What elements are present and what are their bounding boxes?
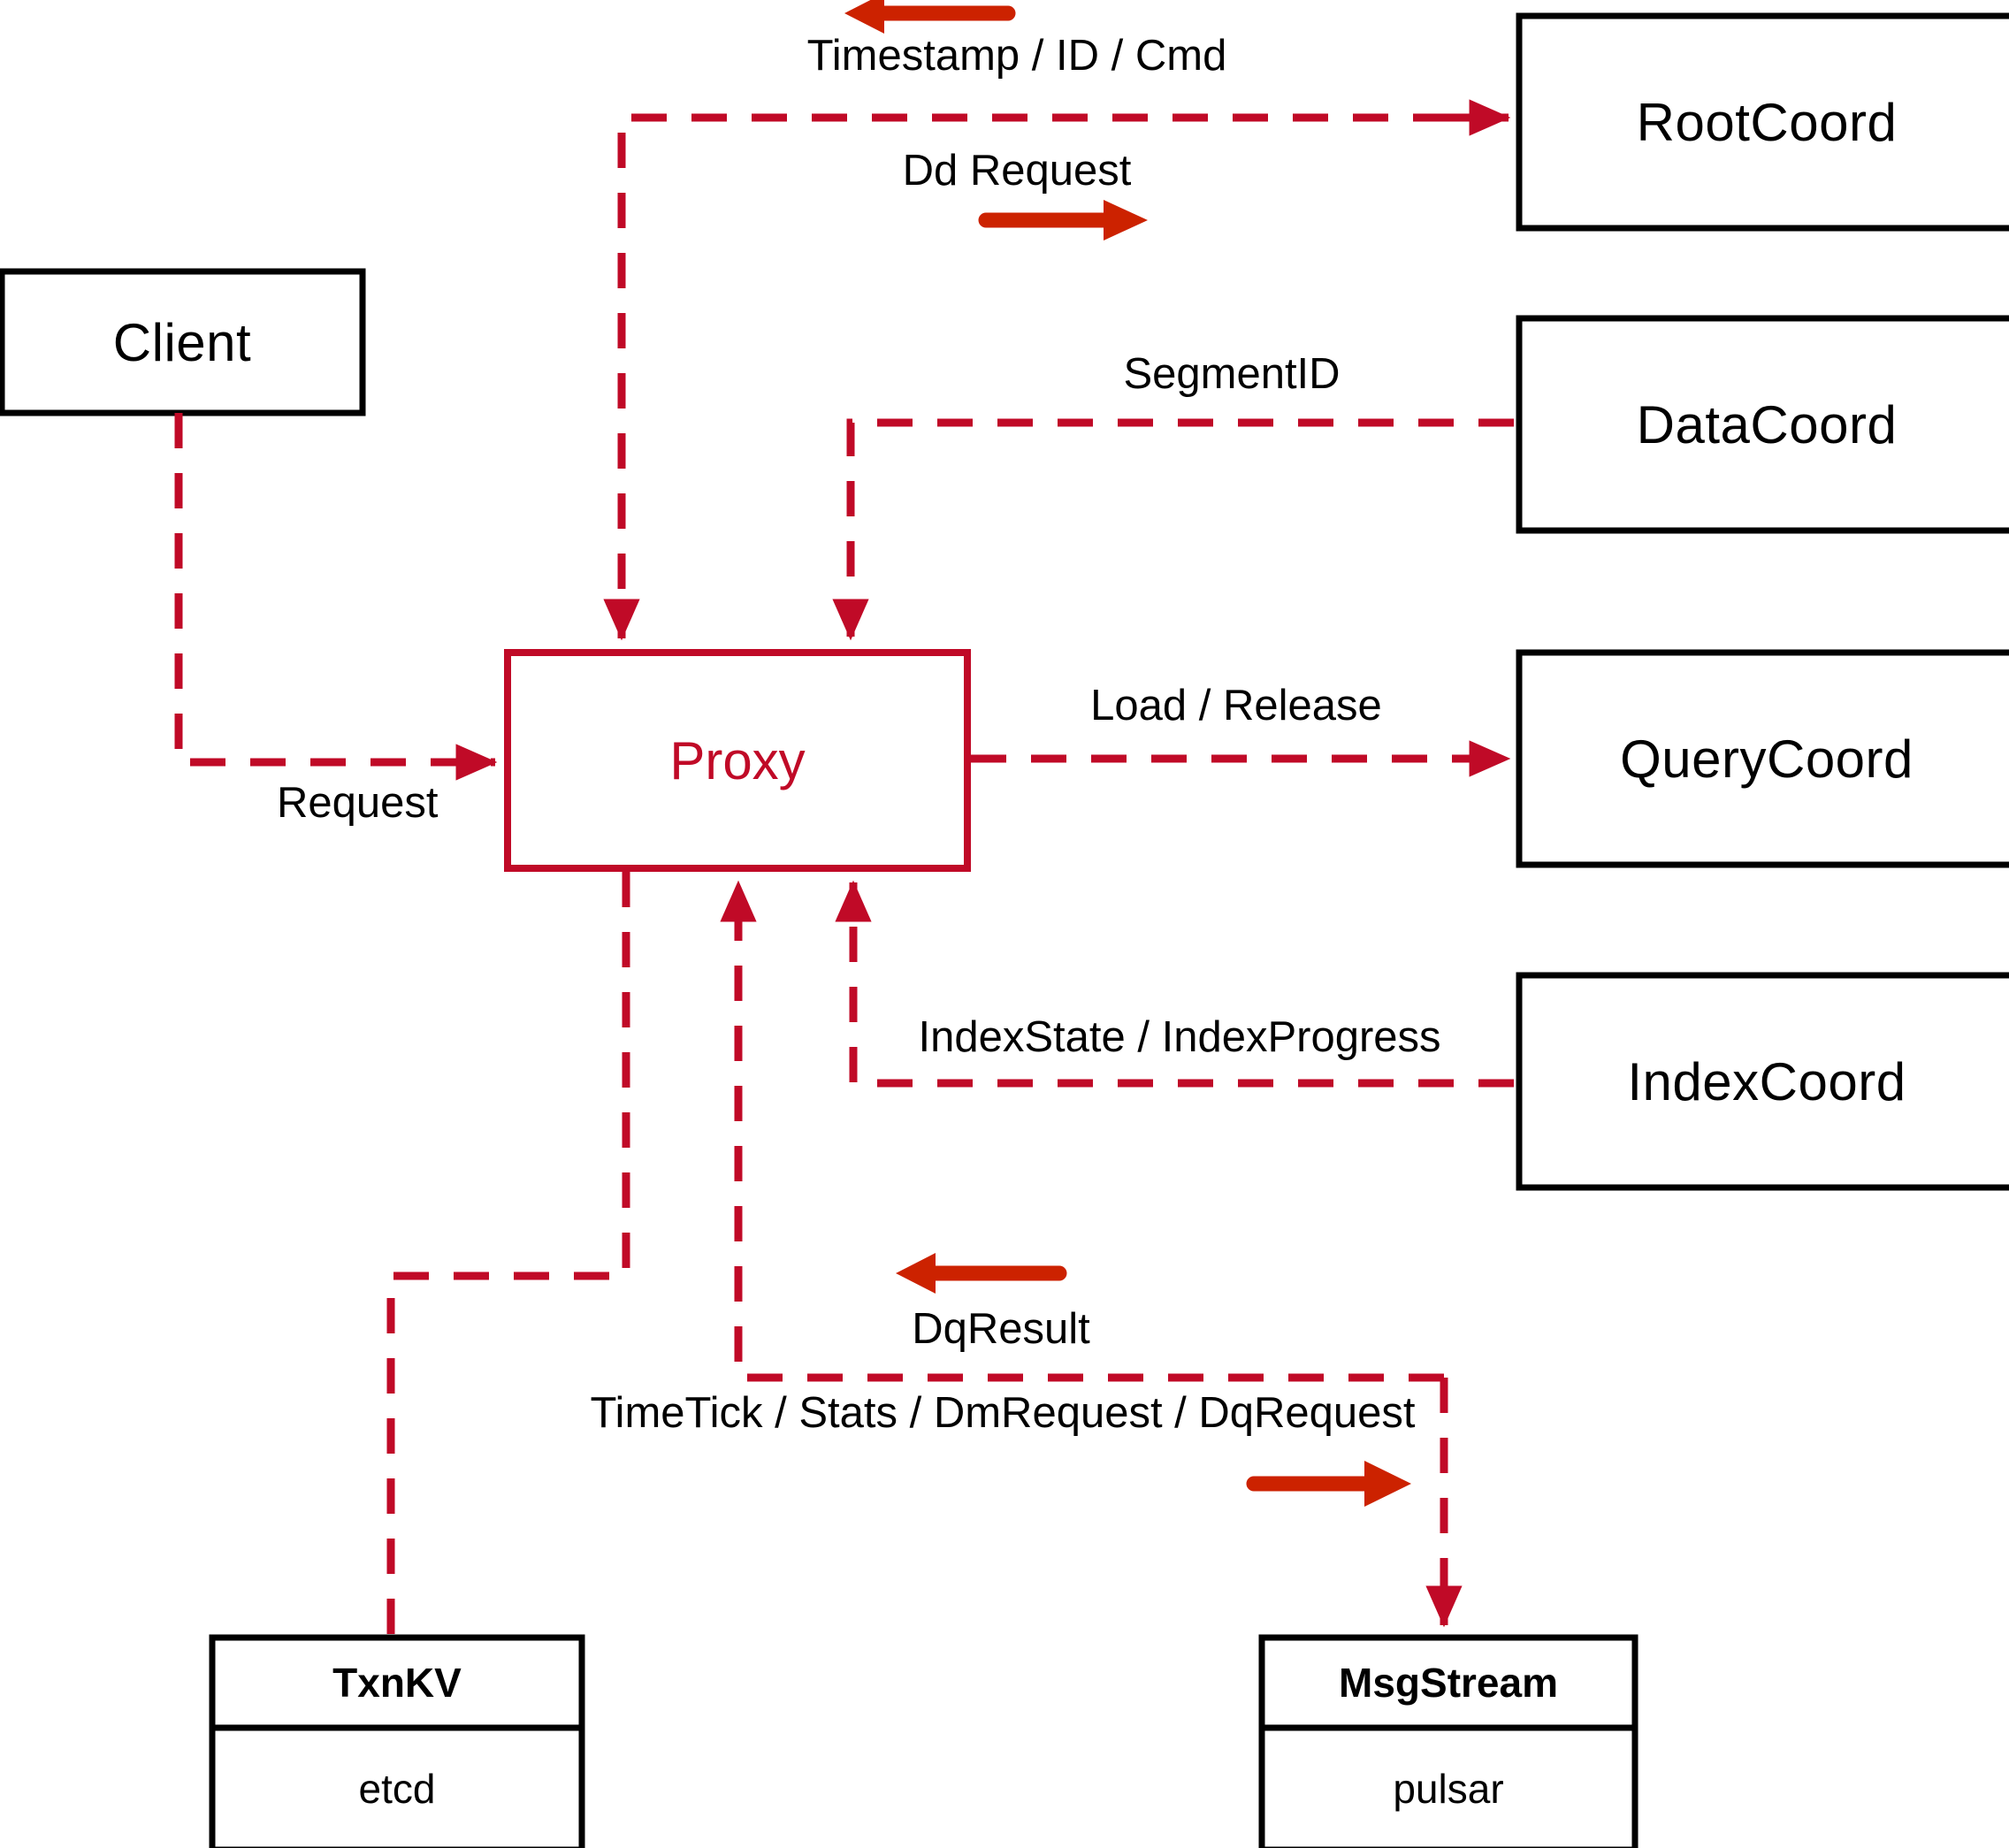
node-datacoord-box[interactable] [1516, 315, 2009, 534]
node-txnkv-box[interactable] [209, 1634, 585, 1848]
arrow-right-dd-request [978, 200, 1148, 241]
edge-rootcoord-to-proxy [603, 113, 1509, 641]
annotation-arrows [844, 0, 1411, 1507]
node-querycoord-box[interactable] [1516, 649, 2009, 868]
arrow-left-dqresult [896, 1253, 1067, 1294]
arrow-right-timetick [1246, 1461, 1411, 1507]
edge-client-to-proxy [174, 413, 498, 781]
edge-datacoord-to-proxy [832, 418, 1514, 641]
arrow-left-timestamp [844, 0, 1016, 34]
edge-proxy-to-txnkv [386, 872, 630, 1634]
edge-msgstream-to-proxy [720, 880, 1444, 1382]
edge-indexcoord-to-proxy [835, 880, 1514, 1088]
node-client-box[interactable] [0, 268, 366, 416]
node-proxy-box[interactable] [504, 649, 971, 872]
node-rootcoord-box[interactable] [1516, 12, 2009, 232]
node-msgstream-box[interactable] [1258, 1634, 1639, 1848]
node-indexcoord-box[interactable] [1516, 972, 2009, 1191]
